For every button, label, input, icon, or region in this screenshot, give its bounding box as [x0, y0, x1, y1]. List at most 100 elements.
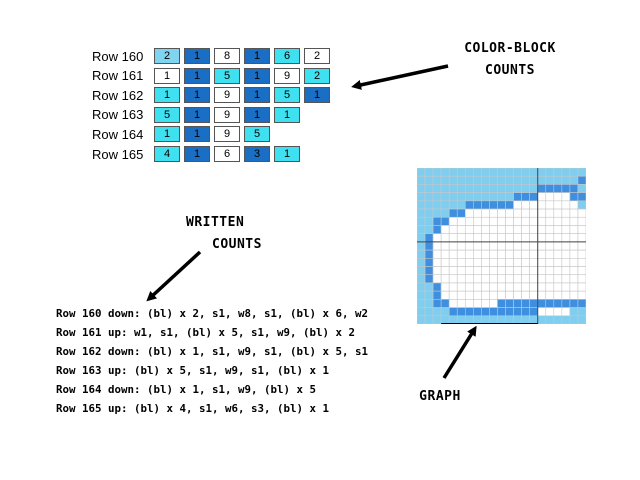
color-block-cell: 5 [214, 67, 240, 84]
graph-cell [529, 290, 539, 300]
graph-cell [545, 233, 555, 243]
graph-cell [537, 258, 547, 267]
graph-cell [561, 216, 571, 226]
graph-cell [417, 175, 426, 185]
graph-cell [521, 241, 530, 251]
graph-cell [489, 200, 498, 210]
graph-cell [448, 274, 458, 284]
graph-cell [505, 274, 514, 284]
graph-cell [464, 216, 474, 226]
row-label: Row 161 [92, 68, 144, 84]
graph-cell [497, 290, 506, 300]
graph-cell [417, 249, 426, 259]
graph-cell [417, 216, 426, 226]
graph-cell [417, 208, 426, 218]
graph-cell [553, 225, 563, 234]
graph-cell [569, 274, 579, 284]
graph-cell [577, 266, 586, 276]
graph-cell [481, 225, 490, 234]
written-count-line: Row 165 up: (bl) x 4, s1, w6, s3, (bl) x… [56, 402, 330, 415]
graph-cell [464, 184, 474, 193]
graph-cell [553, 307, 563, 317]
graph-cell [473, 258, 482, 267]
graph-cell [489, 168, 498, 177]
graph-cell [577, 241, 586, 251]
graph-cell [473, 184, 482, 193]
graph-cell [473, 290, 482, 300]
graph-cell [497, 233, 506, 243]
graph-cell [553, 208, 563, 218]
graph-cell [577, 184, 586, 193]
graph-cell [521, 208, 530, 218]
graph-cell [481, 258, 490, 267]
graph-cell [489, 315, 498, 324]
graph-cell [464, 299, 474, 308]
graph-cell [417, 200, 426, 210]
graph-cell [417, 168, 426, 177]
graph-cell [424, 258, 434, 267]
color-block-cell: 1 [184, 48, 210, 64]
graph-cell [513, 315, 522, 324]
graph-cell [417, 192, 426, 202]
graph-cell [489, 274, 498, 284]
graph-cell [481, 315, 490, 324]
graph-cell [513, 184, 522, 193]
graph-cell [448, 266, 458, 276]
graph-cell [464, 233, 474, 243]
graph-cell [545, 192, 555, 202]
graph-cell [440, 290, 450, 300]
graph-cell [505, 175, 514, 185]
graph-cell [569, 200, 579, 210]
color-block-callout-line2: COUNTS [485, 63, 535, 78]
graph-cell [448, 184, 458, 193]
graph-cell [448, 307, 458, 317]
graph-cell [569, 184, 579, 193]
graph-cell [561, 307, 571, 317]
graph-cell [529, 175, 539, 185]
color-block-cell: 1 [184, 126, 210, 143]
graph-cell [513, 258, 522, 267]
graph-cell [561, 290, 571, 300]
graph-cell [553, 233, 563, 243]
graph-cell [553, 175, 563, 185]
graph-cell [417, 266, 426, 276]
graph-cell [529, 241, 539, 251]
graph-cell [448, 299, 458, 308]
graph-cell [424, 175, 434, 185]
graph-cell [521, 175, 530, 185]
graph-cell [481, 282, 490, 292]
graph-cell [424, 208, 434, 218]
graph-cell [432, 200, 442, 210]
graph-cell [456, 274, 466, 284]
graph-cell [569, 266, 579, 276]
graph-cell [417, 307, 426, 317]
graph-cell [497, 315, 506, 324]
graph-cell [505, 241, 514, 251]
graph-cell [456, 216, 466, 226]
graph-cell [456, 299, 466, 308]
graph-cell [456, 315, 466, 324]
graph-cell [553, 290, 563, 300]
graph-cell [569, 282, 579, 292]
graph-cell [561, 184, 571, 193]
graph-cell [417, 184, 426, 193]
graph-cell [537, 168, 547, 177]
graph-cell [529, 299, 539, 308]
graph-cell [473, 216, 482, 226]
graph-cell [521, 184, 530, 193]
graph-cell [561, 233, 571, 243]
graph-cell [537, 184, 547, 193]
graph-cell [417, 274, 426, 284]
graph-cell [473, 175, 482, 185]
graph-cell [424, 200, 434, 210]
written-count-line: Row 163 up: (bl) x 5, s1, w9, s1, (bl) x… [56, 364, 330, 377]
graph-cell [561, 175, 571, 185]
graph-cell [505, 282, 514, 292]
graph-cell [545, 168, 555, 177]
graph-cell [432, 266, 442, 276]
graph-cell [505, 216, 514, 226]
graph-cell [577, 175, 586, 185]
graph-cell [473, 274, 482, 284]
